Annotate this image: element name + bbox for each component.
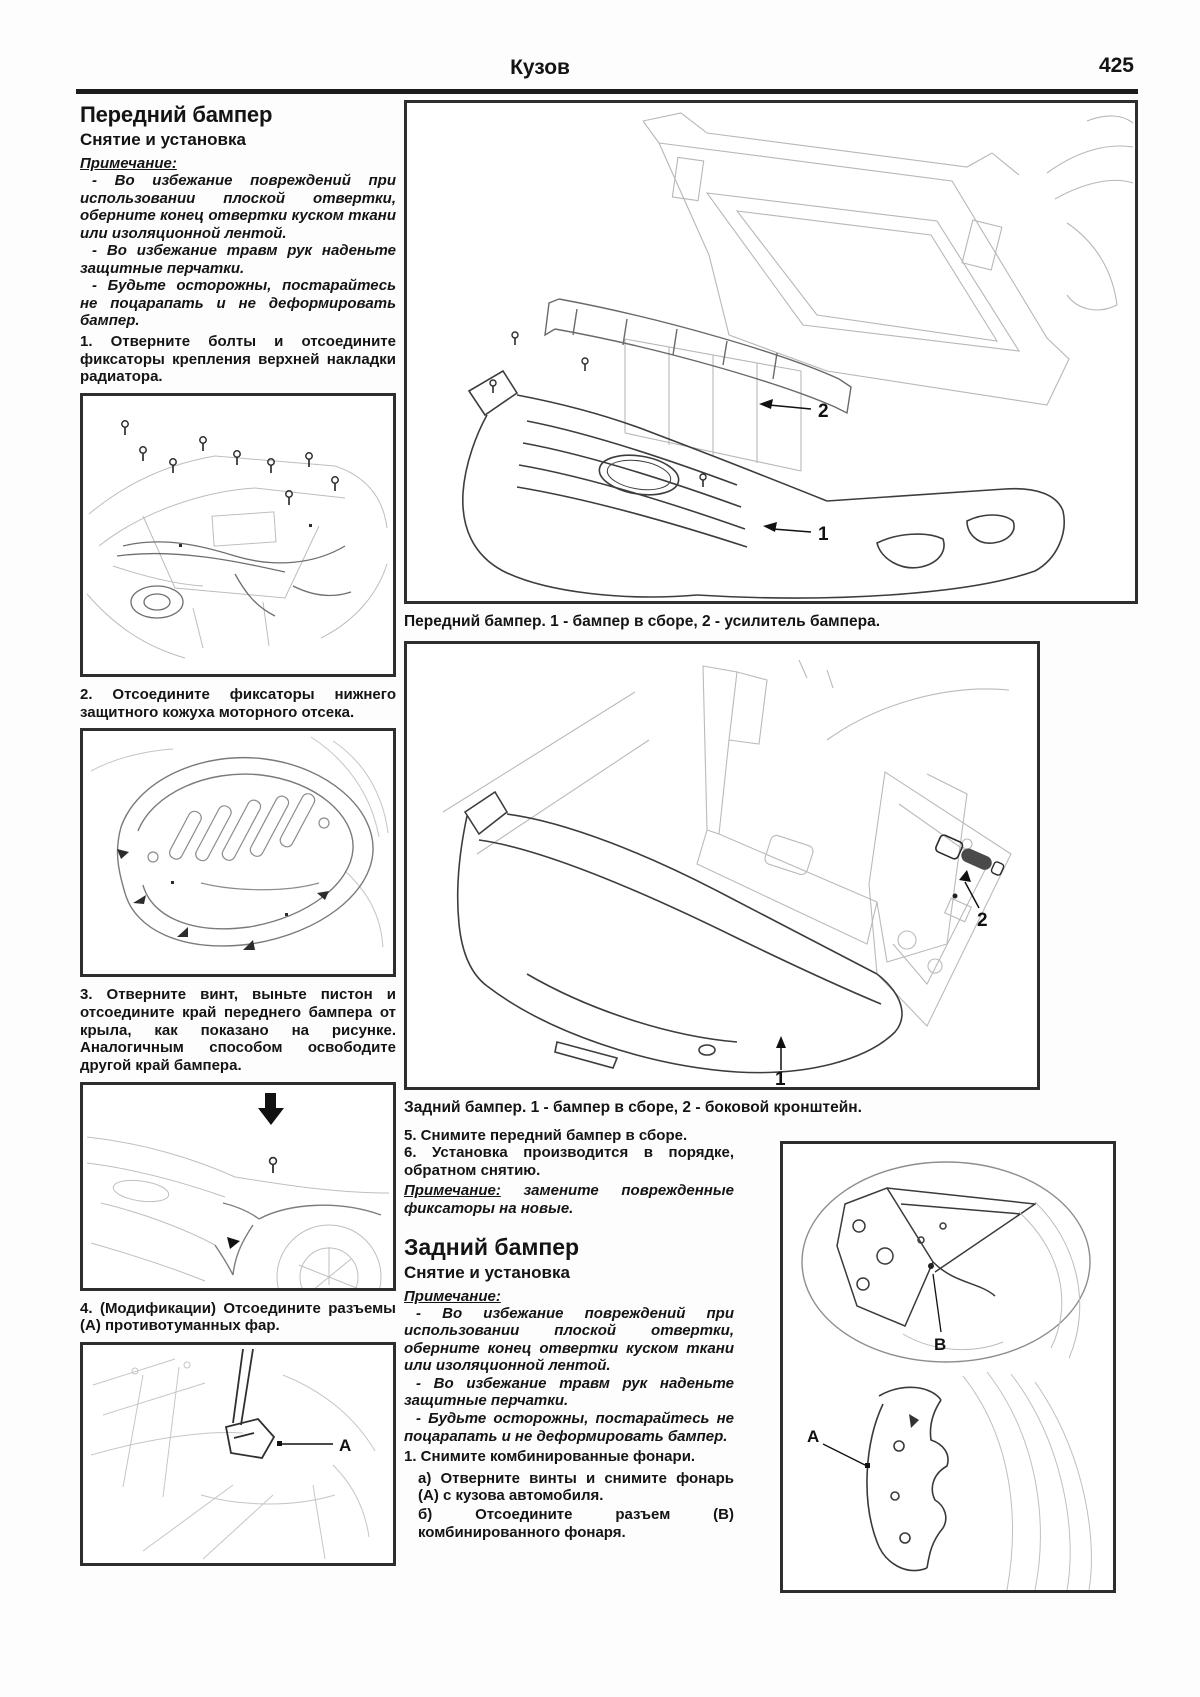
tail-lamp-drawing: B A (801, 1160, 1092, 1590)
right-column: 2 1 Передний бампер. 1 - бампер в сборе,… (404, 100, 1138, 1602)
note-label: Примечание: (404, 1287, 501, 1305)
figure-undercover (80, 728, 396, 978)
tail-lamp-label-b: B (934, 1335, 946, 1354)
rear-bumper-label-1: 1 (775, 1069, 786, 1087)
clip-icon (268, 1156, 278, 1173)
note-item: - Во избежание повреждений при использов… (80, 172, 396, 242)
bottom-section: 5. Снимите передний бампер в сборе. 6. У… (404, 1127, 1138, 1602)
rear-step-1b: б) Отсоедините разъем (В) комбинированно… (418, 1506, 734, 1541)
label-a-group: A (807, 1427, 870, 1468)
front-bumper-caption: Передний бампер. 1 - бампер в сборе, 2 -… (404, 613, 881, 630)
figure-front-bumper-exploded: 2 1 (404, 100, 1138, 604)
step-3: 3. Отверните винт, выньте пистон и отсое… (80, 986, 396, 1075)
page-number: 425 (1098, 54, 1134, 77)
rear-bumper-caption: Задний бампер. 1 - бампер в сборе, 2 - б… (404, 1098, 862, 1116)
part-labels: 2 1 (775, 869, 988, 1090)
label-a-group: A (277, 1436, 351, 1455)
figure-tail-lamp: B A (780, 1140, 1116, 1593)
rear-bumper-exploded-drawing: 2 1 (442, 659, 1012, 1090)
step-6: 6. Установка производится в порядке, обр… (404, 1144, 734, 1179)
rear-bumper-body (456, 790, 903, 1074)
rear-bumper-label-2: 2 (977, 910, 988, 931)
undercover-drawing (90, 736, 389, 951)
rear-bumper-subheading: Снятие и установка (404, 1262, 570, 1282)
fog-connector-label-a: A (339, 1436, 351, 1455)
section-title: Кузов (510, 56, 570, 79)
rear-step-1: 1. Снимите комбинированные фонари. (404, 1448, 696, 1466)
tail-lamp-label-a: A (807, 1427, 819, 1446)
step-1: 1. Отверните болты и отсоедините фиксато… (80, 332, 396, 386)
connector-shape (224, 1349, 276, 1460)
bumper-reinforcement (544, 298, 852, 415)
front-bumper-heading: Передний бампер (80, 102, 273, 127)
foglamp-connector-drawing: A (90, 1349, 376, 1560)
engine-bay-drawing (86, 420, 388, 659)
note-label: Примечание: (80, 155, 177, 172)
front-bumper-label-1: 1 (818, 524, 829, 545)
lamp-bracket (836, 1186, 1038, 1327)
clip-icons (489, 331, 707, 487)
figure-engine-bay-fasteners (80, 392, 396, 677)
note-item: - Будьте осторожны, постарайтесь не поца… (404, 1409, 734, 1445)
note-item: - Во избежание травм рук наденьте защитн… (404, 1374, 734, 1410)
front-bumper-exploded-drawing: 2 1 (462, 112, 1134, 599)
side-bracket (934, 834, 1005, 876)
step-4: 4. (Модификации) Отсоедините разъемы (А)… (80, 1299, 396, 1335)
bolt-icons (121, 420, 339, 547)
quarter-panel-corner (866, 1386, 949, 1571)
front-bumper-label-2: 2 (818, 401, 829, 422)
step-2: 2. Отсоедините фиксаторы нижнего защитно… (80, 685, 396, 721)
fender-edge-drawing (86, 1092, 390, 1330)
front-bumper-body (462, 369, 1065, 599)
label-b-group: B (932, 1273, 946, 1354)
left-column: Передний бампер Снятие и установка Приме… (80, 102, 396, 1575)
figure-foglamp-connector: A (80, 1342, 396, 1567)
press-arrow (227, 1092, 284, 1249)
note-item: - Во избежание повреждений при использов… (404, 1304, 734, 1375)
note-item: - Будьте осторожны, постарайтесь не поца… (80, 277, 396, 330)
header-divider (76, 89, 1138, 94)
figure-fender-edge (80, 1081, 396, 1330)
part-labels: 2 1 (759, 399, 829, 545)
rear-bumper-heading: Задний бампер (404, 1233, 580, 1260)
front-bumper-subheading: Снятие и установка (80, 130, 246, 149)
fastener-arrows (117, 849, 329, 951)
note-item: - Во избежание травм рук наденьте защитн… (80, 242, 396, 277)
note-text: замените поврежденные фиксаторы на новые… (404, 1181, 734, 1217)
step-5: 5. Снимите передний бампер в сборе. (404, 1126, 688, 1144)
note-label: Примечание: (404, 1181, 501, 1199)
rear-step-1a: а) Отверните винты и снимите фонарь (А) … (418, 1469, 734, 1505)
figure-rear-bumper-exploded: 2 1 (404, 640, 1040, 1090)
rear-bumper-text: 5. Снимите передний бампер в сборе. 6. У… (404, 1127, 734, 1543)
replace-clips-note: Примечание: замените поврежденные фиксат… (404, 1182, 734, 1218)
